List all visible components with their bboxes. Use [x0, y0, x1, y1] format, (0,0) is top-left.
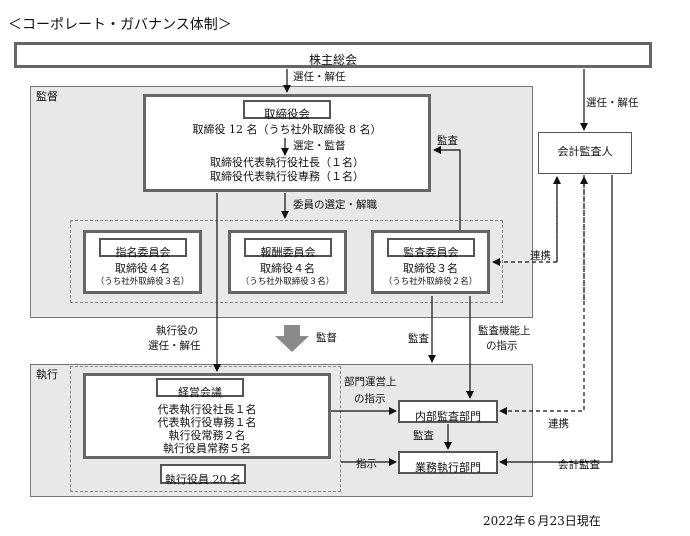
- management-title: 経営会議: [178, 386, 222, 399]
- committee-title-compensation: 報酬委員会: [260, 246, 316, 259]
- committee-select-label: 委員の選定・解職: [293, 199, 377, 211]
- management-group: [70, 366, 341, 492]
- board-line1: 取締役 12 名（うち社外取締役 8 名）: [192, 123, 382, 136]
- instruction-label: 指示: [356, 458, 377, 470]
- supervision-region-label: 監督: [36, 90, 58, 103]
- committee-title-box-audit: 監査委員会: [387, 238, 475, 259]
- audit-func-label-1: 監査機能上: [478, 325, 531, 337]
- exec-appoint-label-1: 執行役の: [156, 325, 198, 337]
- internal-audit-label: 内部監査部門: [415, 410, 481, 423]
- committee-line1-audit: 取締役３名: [403, 262, 458, 275]
- page-title: ＜コーポレート・ガバナンス体制＞: [8, 17, 232, 33]
- appoint-dismiss-top-label: 選任・解任: [293, 71, 346, 83]
- arrow-audit-to-board: [433, 146, 461, 230]
- committee-line1-nomination: 取締役４名: [115, 262, 170, 275]
- audit-label-2: 監査: [408, 333, 429, 345]
- as-of-date: 2022年６月23日現在: [483, 514, 601, 528]
- board-title: 取締役会: [264, 107, 310, 121]
- accounting-audit-label: 会計監査: [558, 459, 600, 471]
- committee-line1-compensation: 取締役４名: [260, 262, 315, 275]
- accounting-auditor-label: 会計監査人: [557, 145, 613, 158]
- management-line2: 代表執行役専務１名: [157, 416, 257, 429]
- internal-audit-box: 内部監査部門: [398, 400, 498, 423]
- appoint-dismiss-right-label: 選任・解任: [586, 97, 639, 109]
- board-line3: 取締役代表執行役専務（１名）: [210, 170, 364, 183]
- committee-line2-nomination: （うち社外取締役３名）: [95, 277, 190, 287]
- management-line1: 代表執行役社長１名: [157, 403, 257, 416]
- exec-officers-box: 執行役員 20 名: [160, 464, 246, 486]
- dept-instr-label-1: 部門運営上: [344, 376, 397, 388]
- committee-title-box-nomination: 指名委員会: [99, 238, 187, 259]
- audit-label-3: 監査: [413, 430, 434, 442]
- committee-line2-compensation: （うち社外取締役３名）: [240, 277, 335, 287]
- committee-group: [70, 220, 503, 303]
- arrow-cooperation-2a: [499, 175, 585, 415]
- big-arrow-label: 監督: [316, 332, 337, 344]
- shareholders-meeting-label: 株主総会: [308, 53, 357, 67]
- exec-officers-label: 執行役員 20 名: [165, 473, 241, 486]
- execution-region-label: 執行: [36, 368, 58, 381]
- arrow-accounting-audit: [499, 175, 613, 466]
- exec-appoint-label-2: 選任・解任: [148, 340, 201, 352]
- big-supervise-arrow: [275, 325, 309, 352]
- business-exec-box: 業務執行部門: [398, 451, 498, 474]
- management-line4: 執行役員常務５名: [163, 442, 251, 455]
- shareholders-meeting-box: 株主総会: [14, 42, 652, 68]
- audit-func-label-2: の指示: [486, 340, 518, 352]
- cooperation-1-label: 連携: [530, 250, 551, 262]
- dept-instr-label-2: の指示: [354, 393, 386, 405]
- business-exec-label: 業務執行部門: [415, 461, 481, 474]
- board-line2: 取締役代表執行役社長（１名）: [210, 156, 364, 169]
- management-title-box: 経営会議: [156, 378, 244, 399]
- audit-to-board-label: 監査: [437, 135, 458, 147]
- committee-line2-audit: （うち社外取締役２名）: [383, 277, 478, 287]
- cooperation-2-label: 連携: [548, 418, 569, 430]
- committee-title-audit: 監査委員会: [403, 246, 459, 259]
- board-title-box: 取締役会: [243, 100, 331, 121]
- accounting-auditor-box: [538, 132, 632, 174]
- committee-title-box-compensation: 報酬委員会: [244, 238, 332, 259]
- select-supervise-label: 選定・監督: [293, 140, 346, 152]
- committee-title-nomination: 指名委員会: [115, 246, 171, 259]
- management-line3: 執行役常務２名: [168, 429, 246, 442]
